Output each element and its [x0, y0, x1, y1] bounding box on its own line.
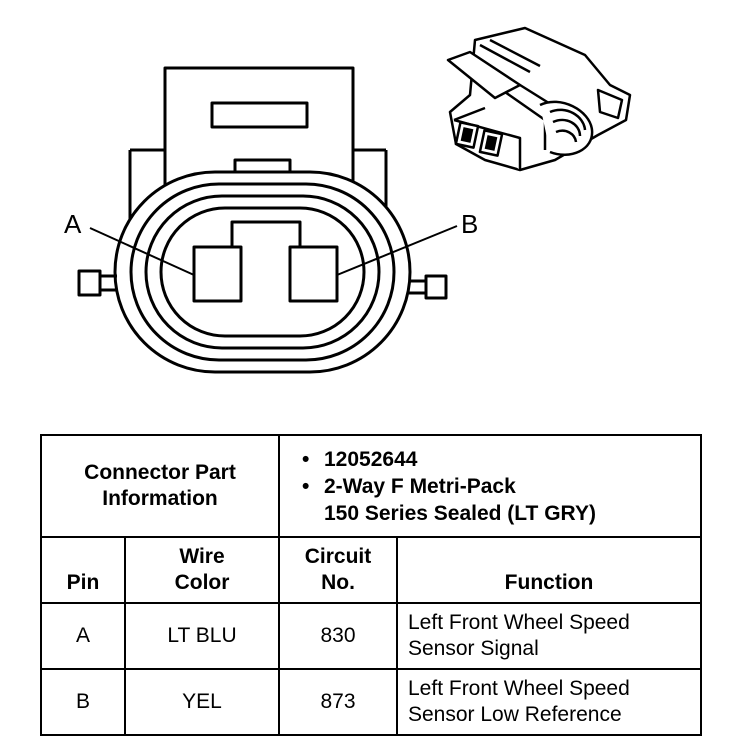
connector-housing-body [128, 148, 388, 250]
function-header: Function [395, 536, 703, 604]
connector-info-row: Connector Part Information •12052644 •2-… [40, 434, 703, 538]
circuit-cell: 830 [278, 602, 398, 670]
left-lug [77, 269, 102, 297]
pin-b-label: B [461, 209, 478, 239]
connector-series: 150 Series Sealed (LT GRY) [324, 501, 596, 525]
wire-color-cell: LT BLU [124, 602, 280, 670]
wire-color-cell: YEL [124, 668, 280, 736]
connector-diagram: A B [64, 26, 632, 374]
connector-outer-shell [113, 170, 412, 374]
pin-header: Pin [40, 536, 126, 604]
header-row: Pin Wire Color Circuit No. Function [40, 536, 703, 604]
table-row: A LT BLU 830 Left Front Wheel Speed Sens… [40, 602, 703, 670]
connector-top-tab [163, 66, 355, 192]
part-number: •12052644 [302, 447, 418, 471]
pin-b-leader [336, 225, 458, 276]
pin-cell: B [40, 668, 126, 736]
circuit-cell: 873 [278, 668, 398, 736]
pin-cell: A [40, 602, 126, 670]
connector-type: •2-Way F Metri-Pack [302, 474, 516, 498]
connector-3d-illustration [446, 26, 632, 172]
table-row: B YEL 873 Left Front Wheel Speed Sensor … [40, 668, 703, 736]
function-cell: Left Front Wheel Speed Sensor Low Refere… [395, 668, 703, 736]
connector-part-info-values: •12052644 •2-Way F Metri-Pack 150 Series… [277, 434, 703, 538]
right-lug [424, 274, 448, 300]
pin-a-leader [89, 227, 195, 276]
function-cell: Left Front Wheel Speed Sensor Signal [395, 602, 703, 670]
pin-a-label: A [64, 209, 82, 239]
connector-part-info-label: Connector Part Information [40, 434, 280, 538]
wire-color-header: Wire Color [124, 536, 280, 604]
connector-tab-window [210, 101, 309, 129]
circuit-header: Circuit No. [278, 536, 398, 604]
connector-info-table: Connector Part Information •12052644 •2-… [40, 434, 703, 736]
connector-cavity [159, 206, 366, 338]
info-list: •12052644 •2-Way F Metri-Pack 150 Series… [280, 438, 700, 535]
